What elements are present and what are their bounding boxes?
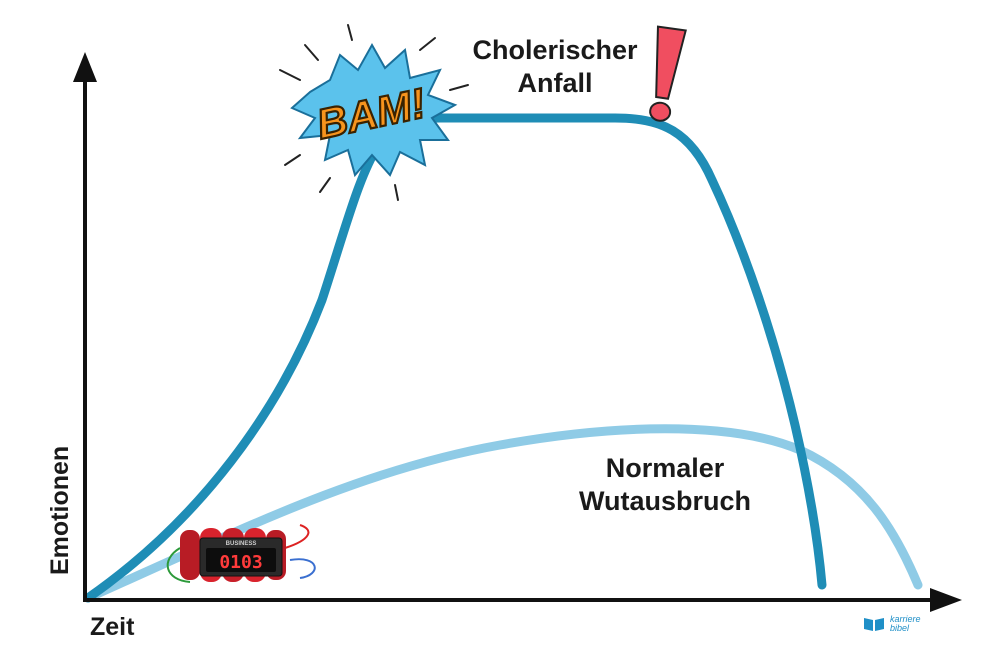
- exclamation-icon: [649, 25, 687, 122]
- y-axis-label: Emotionen: [46, 445, 74, 575]
- x-axis: [83, 588, 962, 612]
- bomb-timer: 0103: [219, 552, 262, 573]
- normal-label-line2: Wutausbruch: [578, 485, 751, 516]
- y-axis: [73, 52, 97, 600]
- choleric-label-line2: Anfall: [517, 67, 593, 98]
- normal-outburst-label: Normaler Wutausbruch: [560, 452, 770, 518]
- choleric-attack-curve: [83, 113, 827, 603]
- karrierebibel-logo: karriere bibel: [862, 613, 942, 635]
- logo-line2: bibel: [890, 623, 910, 633]
- choleric-attack-label: Cholerischer Anfall: [455, 34, 655, 100]
- x-axis-label: Zeit: [90, 613, 135, 641]
- logo-text: karriere bibel: [890, 615, 921, 633]
- normal-label-line1: Normaler: [605, 453, 725, 483]
- logo-line1: karriere: [890, 614, 921, 624]
- choleric-label-line1: Cholerischer: [472, 35, 638, 65]
- bam-burst-icon: BAM!: [279, 24, 469, 201]
- normal-outburst-curve: [83, 424, 923, 603]
- bomb-brand-label: BUSINESS: [226, 541, 257, 547]
- dynamite-bomb-icon: BUSINESS 0103: [166, 524, 316, 583]
- book-icon: [864, 618, 884, 631]
